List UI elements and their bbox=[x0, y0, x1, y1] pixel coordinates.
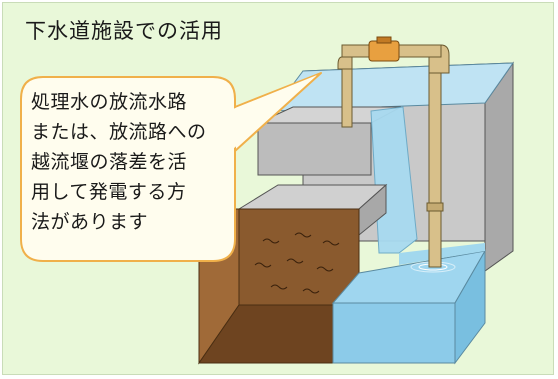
hydropower-illustration bbox=[20, 36, 514, 365]
upper-weir-front bbox=[257, 122, 372, 176]
callout-text: 処理水の放流水路 または、放流路への 越流堰の落差を活 用して発電する方 法があ… bbox=[31, 87, 231, 237]
callout-line: 用して発電する方 bbox=[31, 181, 187, 203]
lower-channel-floor bbox=[399, 243, 485, 265]
right-elbow bbox=[428, 44, 450, 74]
soil-front bbox=[238, 208, 360, 306]
upper-water-surface bbox=[271, 62, 514, 112]
generator-cap bbox=[376, 36, 392, 44]
page-title: 下水道施設での活用 bbox=[25, 19, 223, 43]
left-pipe bbox=[341, 66, 353, 128]
lower-water-side bbox=[454, 249, 486, 365]
right-pipe bbox=[428, 72, 442, 268]
callout-line: 処理水の放流水路 bbox=[31, 91, 188, 113]
callout-line: 越流堰の落差を活 bbox=[31, 151, 188, 173]
lower-water-front bbox=[332, 302, 456, 364]
pipe-joint bbox=[426, 202, 444, 212]
left-elbow bbox=[337, 56, 353, 70]
callout-line: または、放流路への bbox=[31, 121, 207, 143]
callout-line: 法があります bbox=[31, 211, 149, 233]
waterfall bbox=[370, 106, 418, 254]
soil-texture bbox=[254, 232, 340, 294]
generator-body bbox=[368, 40, 400, 62]
diagram-panel: 下水道施設での活用 処理水の放流水路 または、放流路への 越流堰の落差を活 用し… bbox=[2, 2, 554, 375]
callout-tail-fill bbox=[233, 75, 317, 149]
